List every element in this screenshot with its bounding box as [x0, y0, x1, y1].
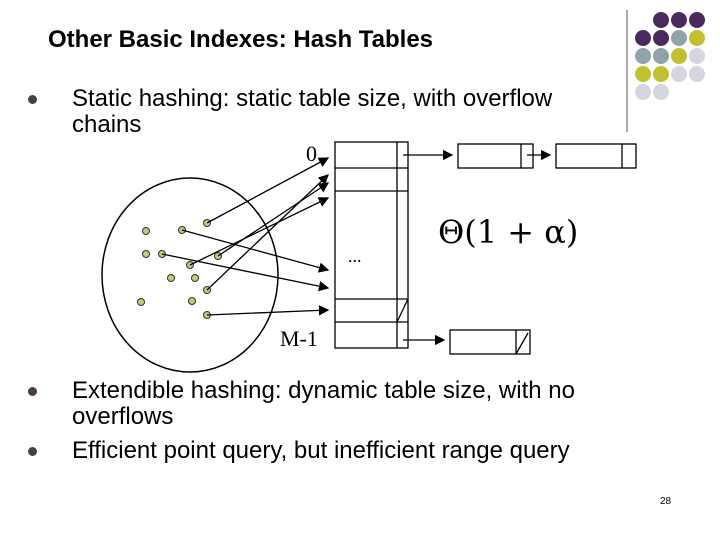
- decoration-dot: [653, 30, 669, 46]
- null-pointer-slash: [396, 298, 409, 323]
- bucket-first-label: 0: [306, 141, 317, 166]
- decoration-dot: [689, 12, 705, 28]
- key-dots: [137, 219, 222, 319]
- decoration-dot: [671, 48, 687, 64]
- key-dot: [191, 274, 199, 282]
- key-dot: [142, 227, 150, 235]
- hash-arrow: [206, 174, 329, 291]
- key-dot: [188, 297, 196, 305]
- key-space-ellipse: [101, 177, 279, 373]
- decoration-dot: [635, 48, 651, 64]
- slide-title: Other Basic Indexes: Hash Tables: [48, 26, 434, 53]
- decoration-dot: [653, 48, 669, 64]
- hash-arrow: [217, 182, 330, 257]
- null-pointer-slash: [515, 332, 529, 355]
- key-dot: [137, 298, 145, 306]
- key-dot: [142, 250, 150, 258]
- bullet-text: Efficient point query, but inefficient r…: [72, 437, 570, 464]
- decoration-dot: [671, 12, 687, 28]
- hash-arrow: [161, 253, 330, 292]
- hash-arrow: [181, 229, 330, 273]
- bullet-extendible-hashing: Extendible hashing: dynamic table size, …: [28, 378, 588, 430]
- bucket-array-frame: [334, 141, 409, 349]
- decoration-dot: [689, 66, 705, 82]
- overflow-block: [457, 143, 534, 169]
- bullet-dot: [28, 447, 37, 456]
- hash-arrow: [189, 197, 330, 266]
- decoration-dot: [635, 30, 651, 46]
- bucket-ellipsis: ...: [348, 246, 362, 266]
- decoration-dot: [653, 66, 669, 82]
- decoration-dot: [635, 84, 651, 100]
- overflow-chain-last: [403, 329, 531, 355]
- decoration-dot: [635, 66, 651, 82]
- key-dot: [167, 274, 175, 282]
- overflow-block: [555, 143, 637, 169]
- bullet-range-query: Efficient point query, but inefficient r…: [28, 438, 588, 464]
- overflow-chain-0: [403, 143, 637, 169]
- bucket-array: [334, 141, 409, 349]
- bullet-text: Static hashing: static table size, with …: [72, 85, 553, 138]
- page-number: 28: [660, 496, 672, 507]
- decoration-dot: [671, 30, 687, 46]
- bullet-dot: [28, 387, 37, 396]
- corner-decoration: [626, 10, 705, 132]
- bullet-static-hashing: Static hashing: static table size, with …: [28, 86, 588, 138]
- hash-arrows: [161, 157, 330, 316]
- decoration-dot: [689, 48, 705, 64]
- decoration-dot: [671, 66, 687, 82]
- decoration-dot: [689, 30, 705, 46]
- bullet-dot: [28, 95, 37, 104]
- bucket-last-label: M-1: [280, 326, 318, 351]
- decoration-dot: [653, 12, 669, 28]
- bullet-text: Extendible hashing: dynamic table size, …: [72, 377, 575, 430]
- cost-formula: Θ(1 + α): [438, 213, 579, 251]
- hash-arrow: [206, 157, 330, 224]
- decoration-dot: [653, 84, 669, 100]
- hash-arrow: [206, 305, 330, 316]
- overflow-block: [449, 329, 531, 355]
